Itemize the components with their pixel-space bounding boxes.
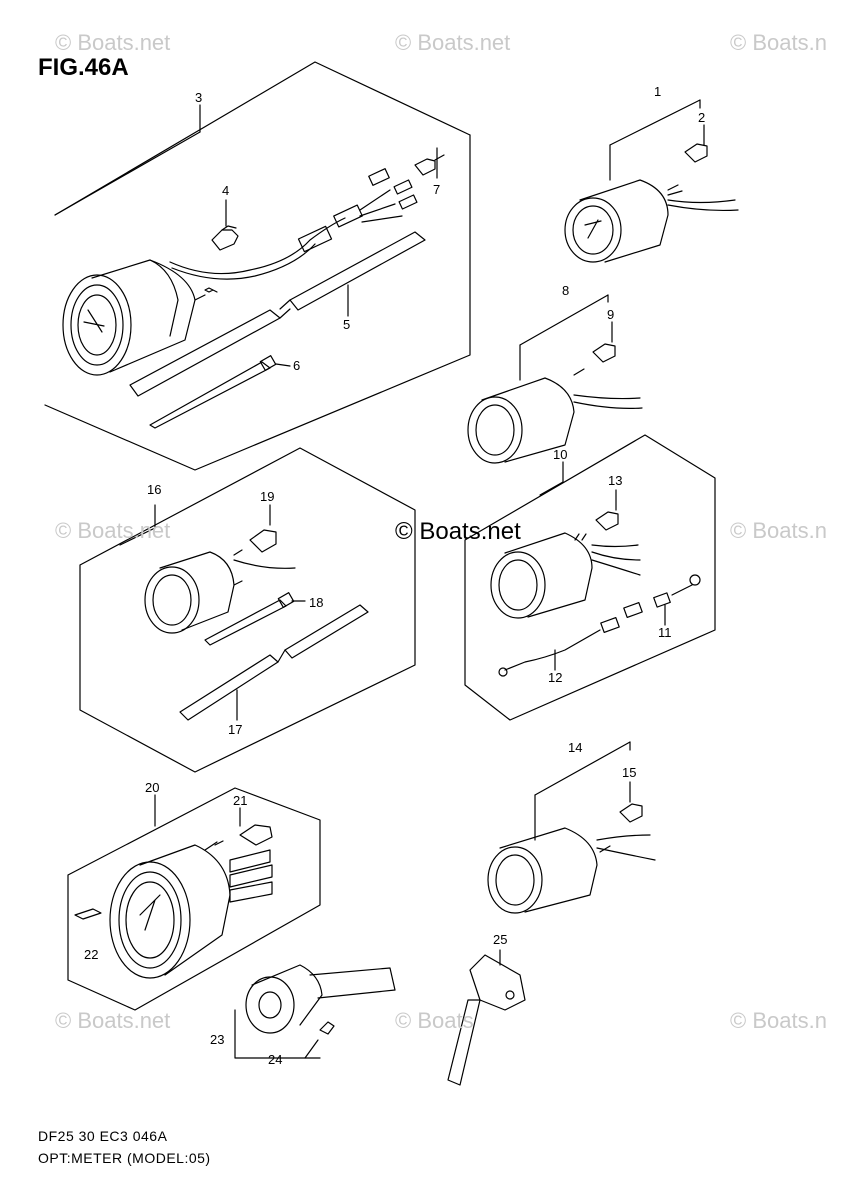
callout-6: 6	[293, 358, 301, 373]
callout-16: 16	[147, 482, 162, 497]
bulb-21	[239, 824, 273, 846]
callout-5: 5	[343, 317, 351, 332]
callout-10: 10	[553, 447, 568, 462]
callout-23: 23	[210, 1032, 225, 1047]
bulb-4	[211, 225, 239, 251]
watermark: © Boats.net	[55, 518, 171, 543]
watermark: © Boats.n	[730, 30, 827, 55]
bulb-15	[619, 803, 643, 823]
bulb-22	[74, 908, 102, 920]
bulb-7	[414, 154, 445, 176]
callout-9: 9	[607, 307, 615, 322]
watermark: © Boats.n	[730, 1008, 827, 1033]
tachometer-3	[62, 259, 218, 376]
group-20-box	[67, 787, 321, 1011]
callout-1: 1	[654, 84, 662, 99]
callout-8: 8	[562, 283, 570, 298]
callout-17: 17	[228, 722, 243, 737]
callout-19: 19	[260, 489, 275, 504]
group-3-box	[44, 61, 471, 471]
watermark: © Boats	[395, 1008, 474, 1033]
callout-15: 15	[622, 765, 637, 780]
watermark-center: © Boats.net	[395, 518, 521, 545]
meter-20	[109, 840, 273, 979]
callout-12: 12	[548, 670, 563, 685]
callout-3: 3	[195, 90, 203, 105]
callout-13: 13	[608, 473, 623, 488]
callout-4: 4	[222, 183, 230, 198]
footer-code: DF25 30 EC3 046A	[38, 1128, 168, 1144]
callout-24: 24	[268, 1052, 283, 1067]
cable-17	[179, 604, 369, 721]
callout-7: 7	[433, 182, 441, 197]
callout-2: 2	[698, 110, 706, 125]
sensor-25	[447, 954, 526, 1086]
meter-16	[144, 549, 296, 634]
footer-model: OPT:METER (MODEL:05)	[38, 1150, 211, 1166]
meter-14	[487, 741, 656, 914]
meter-8	[467, 294, 643, 464]
bulb-13	[595, 511, 619, 531]
figure-title: FIG.46A	[38, 54, 129, 81]
callout-21: 21	[233, 793, 248, 808]
callout-11: 11	[658, 625, 672, 640]
group-16-box	[79, 447, 416, 773]
cable-5	[129, 231, 426, 397]
bulb-19	[249, 529, 277, 553]
lever-23	[245, 964, 396, 1034]
watermark: © Boats.n	[730, 518, 827, 543]
callout-18: 18	[309, 595, 324, 610]
callout-22: 22	[84, 947, 99, 962]
harness-3	[169, 168, 418, 280]
bulb-2	[684, 143, 708, 163]
callout-14: 14	[568, 740, 583, 755]
meter-10	[490, 532, 641, 619]
watermark: © Boats.net	[395, 30, 511, 55]
bulb-9	[592, 343, 616, 363]
harness-11-12	[498, 574, 701, 677]
tie-18	[204, 592, 295, 646]
watermark: © Boats.net	[55, 30, 171, 55]
group-10-box	[464, 434, 716, 721]
tie-6	[149, 355, 277, 429]
screw-24	[319, 1021, 335, 1035]
watermark: © Boats.net	[55, 1008, 171, 1033]
meter-1	[564, 99, 739, 263]
callout-20: 20	[145, 780, 160, 795]
callout-25: 25	[493, 932, 508, 947]
